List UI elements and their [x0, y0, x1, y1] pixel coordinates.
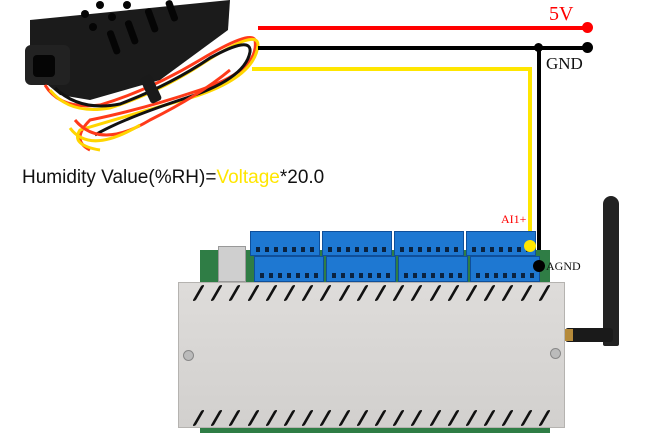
enclosure-bottom-pcb [200, 428, 550, 433]
controller-enclosure [178, 282, 565, 428]
screw-left [183, 350, 194, 361]
humidity-formula: Humidity Value(%RH)=Voltage*20.0 [22, 167, 324, 189]
power-wire-5v [258, 26, 588, 30]
label-agnd: AGND [546, 259, 581, 273]
terminal-row-top [250, 231, 536, 256]
power-terminal-dot [582, 22, 593, 33]
screw-right [550, 348, 561, 359]
ethernet-port [218, 246, 246, 282]
terminal-block [470, 256, 540, 282]
wifi-antenna [565, 190, 625, 350]
terminal-block [394, 231, 464, 256]
signal-wire-down [528, 67, 532, 245]
formula-prefix: Humidity Value(%RH)= [22, 167, 217, 188]
terminal-block [322, 231, 392, 256]
humidity-sensor [0, 0, 280, 160]
ground-wire-down [537, 47, 541, 265]
agnd-terminal-dot [533, 260, 545, 272]
terminal-block [250, 231, 320, 256]
label-5v: 5V [549, 3, 574, 25]
label-ai1: AI1+ [501, 212, 527, 226]
label-gnd: GND [546, 54, 583, 73]
terminal-block [326, 256, 396, 282]
terminal-block [398, 256, 468, 282]
formula-variable: Voltage [216, 167, 280, 188]
terminal-block [254, 256, 324, 282]
terminal-row-bottom [254, 256, 540, 282]
formula-suffix: *20.0 [279, 167, 325, 188]
ground-terminal-dot [582, 42, 593, 53]
signal-wire [252, 67, 532, 71]
ai1-terminal-dot [524, 240, 536, 252]
ground-wire [258, 46, 588, 50]
